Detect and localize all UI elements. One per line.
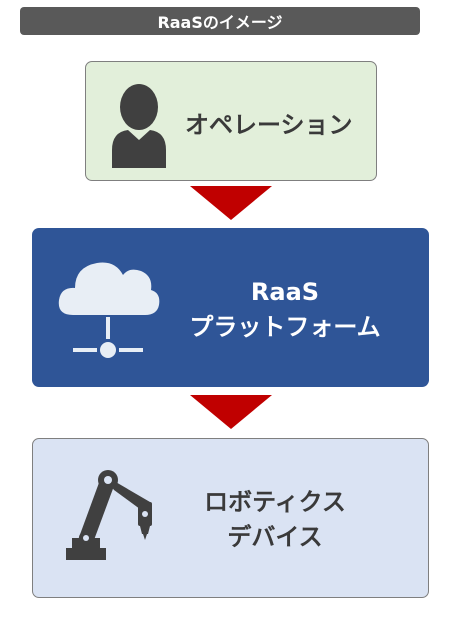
robot-arm-icon <box>66 470 152 560</box>
operation-label: オペレーション <box>185 111 353 139</box>
platform-label-line1: RaaS <box>250 278 320 306</box>
robotics-label-line2: デバイス <box>227 522 323 551</box>
down-arrow-1 <box>190 186 272 220</box>
robotics-label: ロボティクス デバイス <box>185 485 365 555</box>
platform-label-line2: プラットフォーム <box>189 312 381 341</box>
diagram-title: RaaSのイメージ <box>20 7 420 35</box>
platform-label: RaaS プラットフォーム <box>175 275 395 345</box>
down-arrow-2 <box>190 395 272 429</box>
robotics-label-line1: ロボティクス <box>204 488 346 516</box>
cloud-network-icon <box>58 262 160 358</box>
person-icon <box>112 84 166 168</box>
